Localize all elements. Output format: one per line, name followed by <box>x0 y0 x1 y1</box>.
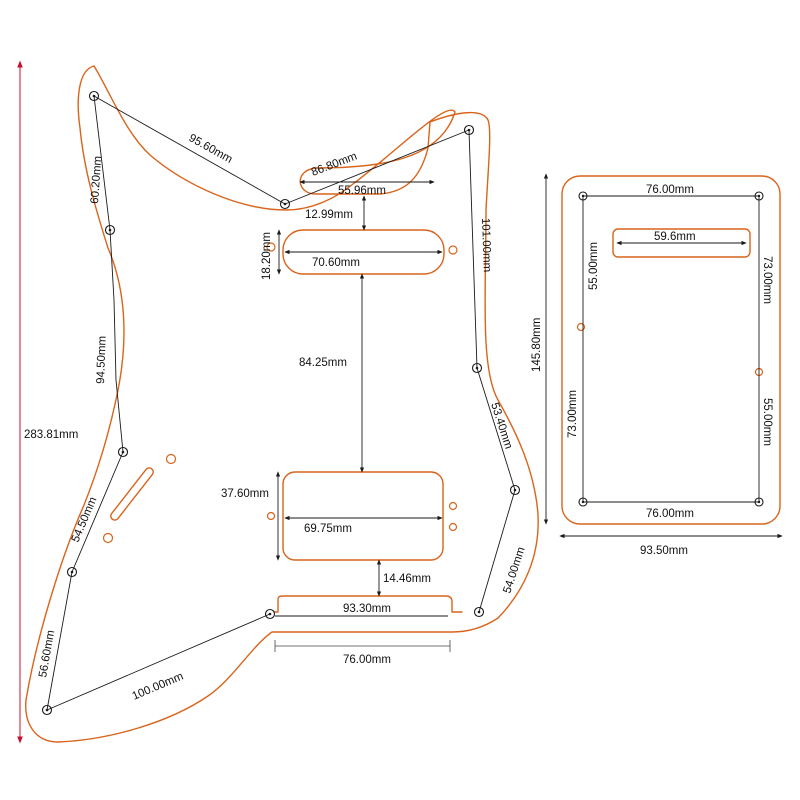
label-backplate-slot-width: 59.6mm <box>654 231 696 243</box>
label-right-mid: 53.40mm <box>488 401 514 450</box>
label-backplate-height: 145.80mm <box>531 318 543 372</box>
label-backplate-right-upper: 73.00mm <box>761 256 773 304</box>
dimension-lines <box>46 95 516 711</box>
switch-hole <box>102 532 114 544</box>
label-notch-inner: 55.96mm <box>338 185 386 197</box>
pickup-screw-hole <box>266 511 276 521</box>
label-backplate-bottom-width: 76.00mm <box>646 508 694 520</box>
label-bridge-gap: 14.46mm <box>383 573 431 585</box>
label-bottom-diag: 100.00mm <box>130 670 185 702</box>
label-total-height: 283.81mm <box>24 429 78 441</box>
label-single-coil-width: 70.60mm <box>312 257 360 269</box>
label-left-mid: 94.50mm <box>95 336 109 384</box>
backplate-holes <box>576 191 764 507</box>
label-right-lower: 54.00mm <box>501 546 527 595</box>
backplate-slot <box>612 228 751 258</box>
pickup-screw-hole <box>448 522 458 532</box>
label-top-notch: 86.80mm <box>310 150 359 178</box>
label-top-horn-diag: 95.60mm <box>187 132 235 166</box>
label-lower-left: 54.50mm <box>70 495 100 544</box>
label-backplate-left-upper: 55.00mm <box>588 242 600 290</box>
pickguard: 283.81mm 95.60mm 60.20mm 94.50mm 54.50mm… <box>17 60 539 744</box>
label-neck-gap: 12.99mm <box>305 209 353 221</box>
label-humbucker-height: 37.60mm <box>221 488 269 500</box>
backplate-dimension-lines <box>543 173 783 539</box>
backplate-outline <box>561 175 781 525</box>
label-backplate-right-lower: 55.00mm <box>761 398 773 446</box>
backplate: 145.80mm 93.50mm 76.00mm 76.00mm 59.6mm … <box>531 173 783 557</box>
label-right-upper: 101.00mm <box>479 218 493 273</box>
mounting-holes <box>41 90 521 716</box>
label-pickup-spacing: 84.25mm <box>299 357 347 369</box>
label-bridge-cut-width: 93.30mm <box>343 603 391 615</box>
bridge-humbucker-cutout <box>282 471 444 561</box>
pickup-screw-hole <box>266 242 276 252</box>
label-bottom-span: 76.00mm <box>343 654 391 666</box>
label-humbucker-width: 69.75mm <box>304 523 352 535</box>
pickup-screw-hole <box>448 501 458 511</box>
switch-hole <box>165 453 177 465</box>
label-backplate-top-width: 76.00mm <box>646 184 694 196</box>
label-single-coil-height: 18.20mm <box>261 232 273 280</box>
bridge-cutout <box>267 595 463 613</box>
label-backplate-width: 93.50mm <box>640 545 688 557</box>
pickup-screw-hole <box>448 245 458 255</box>
pickguard-outline <box>25 65 539 743</box>
label-backplate-left-lower: 73.00mm <box>567 390 579 438</box>
switch-slot <box>110 467 154 521</box>
label-upper-left: 60.20mm <box>89 156 104 205</box>
